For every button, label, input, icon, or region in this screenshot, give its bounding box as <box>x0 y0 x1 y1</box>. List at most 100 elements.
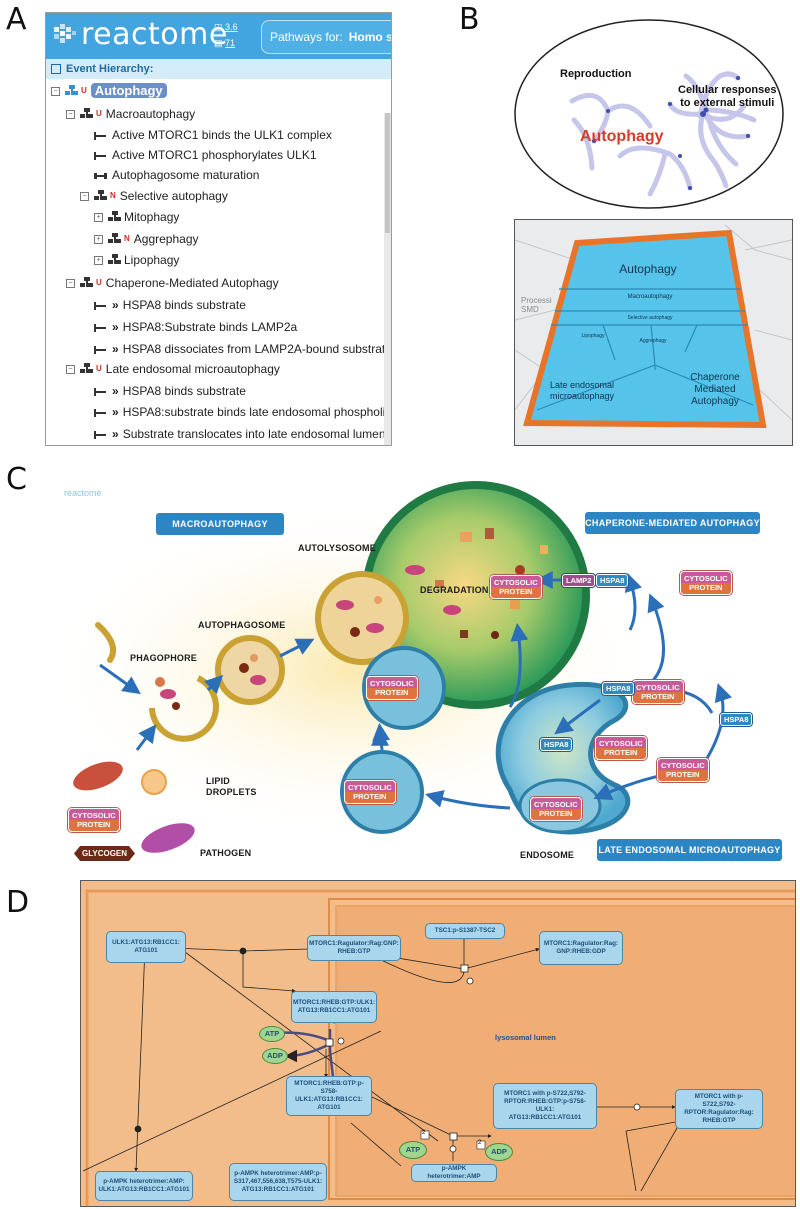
node-ulk1-complex[interactable]: ULK1:ATG13:RB1CC1:ATG101 <box>106 931 186 963</box>
expand-icon[interactable]: + <box>94 213 103 223</box>
node-mtorc1-gtp[interactable]: MTORC1:Ragulator:Rag:GNP:RHEB:GTP <box>307 935 401 961</box>
tree-item-lipophagy[interactable]: + Lipophagy <box>94 250 179 270</box>
pathway-icon <box>94 190 108 203</box>
expand-icon[interactable]: + <box>94 235 103 245</box>
node-mtorc1-ulk1[interactable]: MTORC1:RHEB:GTP:ULK1:ATG13:RB1CC1:ATG101 <box>291 991 377 1023</box>
version-1[interactable]: 3.6 <box>225 22 238 32</box>
adp-molecule-2[interactable]: ADP <box>485 1143 513 1161</box>
tree-scrollbar[interactable] <box>384 113 391 445</box>
tree-label[interactable]: HSPA8 binds substrate <box>122 298 246 312</box>
pathway-icon <box>108 254 122 267</box>
tree-item-reaction[interactable]: »HSPA8:Substrate binds LAMP2a <box>94 317 297 337</box>
node-ampk-pulk1[interactable]: p-AMPK heterotrimer:AMP:p-S317,467,556,6… <box>229 1163 327 1201</box>
hspa8-tag-bind: HSPA8 <box>602 682 635 695</box>
node-text-1: ULK1:ATG13:RB1CC1: <box>112 939 180 946</box>
tree-item-reaction[interactable]: »HSPA8:substrate binds late endosomal ph… <box>94 402 392 422</box>
node-text-1: MTORC1:RHEB:GTP:p-S758- <box>294 1080 364 1095</box>
updated-badge: U <box>96 109 102 118</box>
version-info[interactable]: ◫ 3.6 ▤ 71 <box>214 22 238 48</box>
reactome-logo-icon <box>54 24 76 43</box>
node-ampk-amp[interactable]: p-AMPK heterotrimer:AMP <box>411 1164 497 1182</box>
species-selector[interactable]: Pathways for:Homo sa <box>261 20 391 54</box>
tree-label[interactable]: Active MTORC1 phosphorylates ULK1 <box>112 148 317 162</box>
tree-item-reaction[interactable]: »HSPA8 dissociates from LAMP2A-bound sub… <box>94 339 392 359</box>
pathogen-label: PATHOGEN <box>200 848 252 858</box>
node-mtorc1-rptor-rag[interactable]: MTORC1 with p-S722,S792-RPTOR:Ragulator:… <box>675 1089 763 1129</box>
lysosomal-lumen-label: lysosomal lumen <box>495 1033 556 1042</box>
tree-item-reaction[interactable]: Active MTORC1 phosphorylates ULK1 <box>94 145 317 165</box>
hierarchy-icon <box>51 64 61 75</box>
panel-letter-a: A <box>6 2 27 37</box>
cyto-line-1: CYTOSOLIC <box>684 574 728 583</box>
tree-label[interactable]: Autophagy <box>90 83 167 98</box>
cyto-line-2: PROTEIN <box>499 587 533 596</box>
collapse-icon[interactable]: − <box>66 110 75 120</box>
tree-item-reaction[interactable]: Autophagosome maturation <box>94 165 259 185</box>
atp-molecule-2[interactable]: ATP <box>399 1141 427 1159</box>
cyto-line-1: CYTOSOLIC <box>661 761 705 770</box>
late-endosomal-pill: LATE ENDOSOMAL MICROAUTOPHAGY <box>597 839 782 861</box>
double-arrow-icon: » <box>112 320 119 334</box>
tree-scrollbar-thumb[interactable] <box>385 113 390 233</box>
tree-label[interactable]: Selective autophagy <box>119 189 228 203</box>
tree-label[interactable]: Substrate translocates into late endosom… <box>122 427 386 441</box>
hspa8-tag-free: HSPA8 <box>720 713 753 726</box>
tree-label[interactable]: Autophagosome maturation <box>112 168 260 182</box>
atp-molecule[interactable]: ATP <box>259 1026 285 1042</box>
tree-item-mitophagy[interactable]: + Mitophagy <box>94 207 179 227</box>
node-mtorc1-gdp[interactable]: MTORC1:Ragulator:Rag:GNP:RHEB:GDP <box>539 931 623 965</box>
tree-label[interactable]: HSPA8:substrate binds late endosomal pho… <box>122 405 392 419</box>
stoichiometry-b: 2 <box>478 1140 482 1146</box>
tree-label[interactable]: HSPA8 dissociates from LAMP2A-bound subs… <box>122 342 392 356</box>
node-mtorc1-ps758[interactable]: MTORC1:RHEB:GTP:p-S758-ULK1:ATG13:RB1CC1… <box>286 1076 372 1116</box>
tree-label[interactable]: Mitophagy <box>124 210 180 224</box>
collapse-icon[interactable]: − <box>66 365 75 375</box>
node-mtorc1-rptor-ulk1[interactable]: MTORC1 with p-S722,S792-RPTOR:RHEB:GTP:p… <box>493 1083 597 1129</box>
tree-item-reaction[interactable]: »Substrate translocates into late endoso… <box>94 424 386 444</box>
node-text-2: RPTOR:RHEB:GTP:p-S758-ULK1: <box>504 1098 586 1113</box>
double-arrow-icon: » <box>112 342 119 356</box>
tree-label[interactable]: HSPA8 binds substrate <box>122 384 246 398</box>
expand-icon[interactable]: + <box>94 256 103 266</box>
node-text-3: ATG101 <box>317 1104 341 1111</box>
collapse-icon[interactable]: − <box>51 87 60 97</box>
version-2[interactable]: 71 <box>225 38 236 48</box>
node-tsc[interactable]: TSC1:p-S1387-TSC2 <box>425 923 505 939</box>
adp-molecule[interactable]: ADP <box>262 1048 288 1064</box>
trap-aggrephagy-label: Aggrephagy <box>639 338 667 344</box>
bg-text-2: SMD <box>521 305 539 314</box>
panel-c-autophagy-illustration: reactome MACROAUTOPHAGY CHAPERONE-MEDIAT… <box>40 470 800 870</box>
pathway-icon <box>108 233 122 246</box>
reaction-icon <box>94 387 108 396</box>
double-arrow-icon: » <box>112 427 119 441</box>
cellular-line-1: Cellular responses <box>678 84 777 96</box>
tree-item-reaction[interactable]: Active MTORC1 binds the ULK1 complex <box>94 125 332 145</box>
tree-item-reaction[interactable]: »HSPA8 binds substrate <box>94 295 246 315</box>
cellular-line-2: to external stimuli <box>680 97 775 109</box>
tree-label[interactable]: Aggrephagy <box>133 232 199 246</box>
tree-label[interactable]: Late endosomal microautophagy <box>105 362 280 376</box>
collapse-icon[interactable]: − <box>66 279 75 289</box>
node-text-2: GNP:RHEB:GDP <box>556 948 606 955</box>
tree-label[interactable]: HSPA8:Substrate binds LAMP2a <box>122 320 298 334</box>
node-text-3: ATG13:RB1CC1:ATG101 <box>241 1186 315 1193</box>
tree-label[interactable]: Active MTORC1 binds the ULK1 complex <box>112 128 332 142</box>
pathway-icon <box>65 85 79 98</box>
pathway-icon <box>80 108 94 121</box>
tree-item-reaction[interactable]: »HSPA8 binds substrate <box>94 381 246 401</box>
node-ampk-ulk1[interactable]: p-AMPK heterotrimer:AMP:ULK1:ATG13:RB1CC… <box>95 1171 193 1201</box>
tree-label[interactable]: Lipophagy <box>124 253 180 267</box>
tree-label[interactable]: Macroautophagy <box>105 107 196 121</box>
collapse-icon[interactable]: − <box>80 192 89 202</box>
tree-label[interactable]: Chaperone-Mediated Autophagy <box>105 276 279 290</box>
